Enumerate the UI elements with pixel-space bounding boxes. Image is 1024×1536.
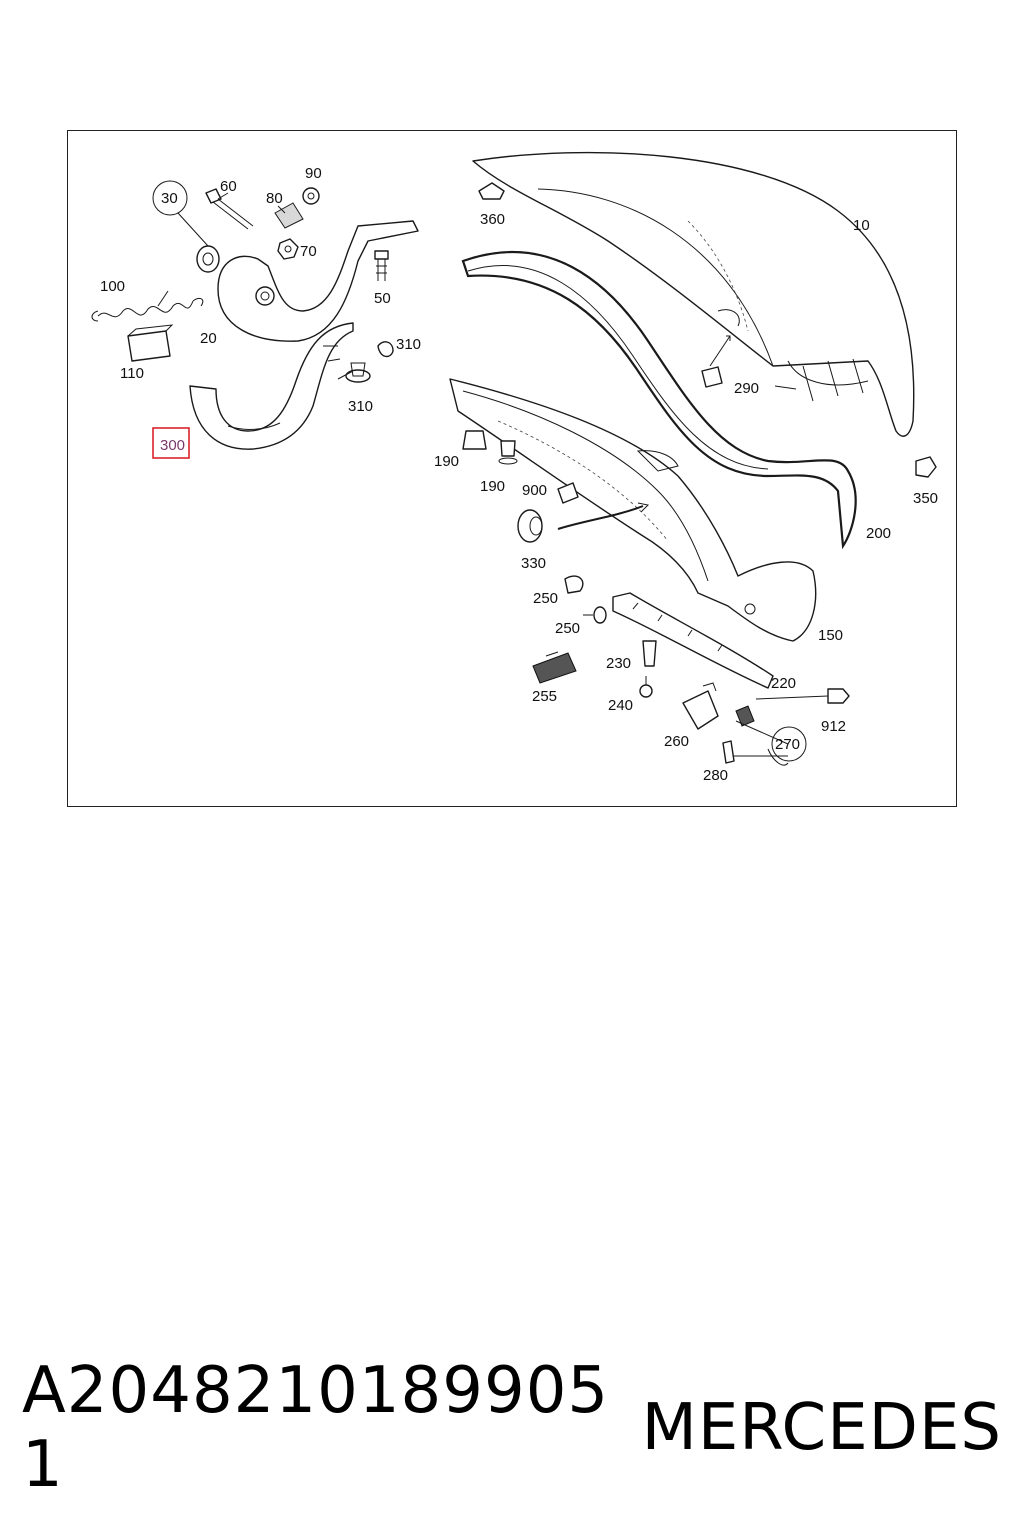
part-footer: A2048210189905​1 MERCEDES [0,1354,1024,1502]
callout-250b: 250 [555,620,580,637]
callout-190a: 190 [434,453,459,470]
plug-900-part [557,482,579,504]
callout-70: 70 [300,243,317,260]
callout-80: 80 [266,190,283,207]
callout-310b: 310 [396,336,421,353]
trunk-lid-part [472,151,915,437]
callout-90: 90 [305,165,322,182]
callout-190b: 190 [480,478,505,495]
grommet-360-part [478,182,505,200]
screw-50-part [374,250,389,281]
callout-280: 280 [703,767,728,784]
lamp-255-part [532,651,577,684]
callout-255: 255 [532,688,557,705]
brand-name: MERCEDES [641,1391,1002,1465]
callout-900: 900 [522,482,547,499]
callout-290: 290 [734,380,759,397]
callout-230: 230 [606,655,631,672]
bulb-280-part [722,740,735,764]
exploded-parts-diagram: 10 20 30 50 60 70 80 90 100 110 150 190 … [67,130,957,807]
button-330-part [517,502,650,543]
seal-part [461,251,857,550]
switch-270-part [735,705,755,727]
callout-260: 260 [664,733,689,750]
callout-10: 10 [853,217,870,234]
nut-top-part [302,187,320,205]
cap-310-part [377,341,394,358]
clip-290-part [701,335,731,388]
callout-labels: 10 20 30 50 60 70 80 90 100 110 150 190 … [100,165,938,784]
callout-270: 270 [775,736,800,753]
callout-240: 240 [608,697,633,714]
clip-part [274,202,304,229]
connector-912-part [755,688,850,704]
part-number: A2048210189905​1 [22,1354,610,1502]
hinge-arm-part [217,220,419,342]
callout-50: 50 [374,290,391,307]
callout-110: 110 [120,365,144,382]
spring-part [91,298,204,322]
nut-350-part [915,456,937,478]
clip-250b-part [583,606,607,624]
callout-330: 330 [521,555,546,572]
callout-220: 220 [771,675,796,692]
highlight-box [152,427,190,459]
clip-190b-part [498,440,518,465]
callout-100: 100 [100,278,125,295]
leader-lines [157,192,797,766]
callout-60: 60 [220,178,237,195]
screw-240-part [639,676,653,698]
clip-250a-part [564,575,584,594]
washer-part [196,245,220,273]
hinge-cover-part [189,322,354,450]
housing-260-part [682,682,719,730]
callout-310a: 310 [348,398,373,415]
clip-190a-part [462,430,487,450]
bolt-part [205,188,254,230]
callout-30: 30 [161,190,178,207]
hex-nut-part [277,238,299,260]
callout-350: 350 [913,490,938,507]
callout-circles [152,180,807,762]
callout-300: 300 [160,437,185,454]
callout-912: 912 [821,718,846,735]
callout-200: 200 [866,525,891,542]
callout-20: 20 [200,330,217,347]
callout-360: 360 [480,211,505,228]
clip-230-part [642,640,657,667]
diagram-canvas: 10 20 30 50 60 70 80 90 100 110 150 190 … [91,151,938,784]
callout-150: 150 [818,627,843,644]
strip-220-part [612,592,774,689]
rubber-block-part [127,324,174,362]
callout-250a: 250 [533,590,558,607]
